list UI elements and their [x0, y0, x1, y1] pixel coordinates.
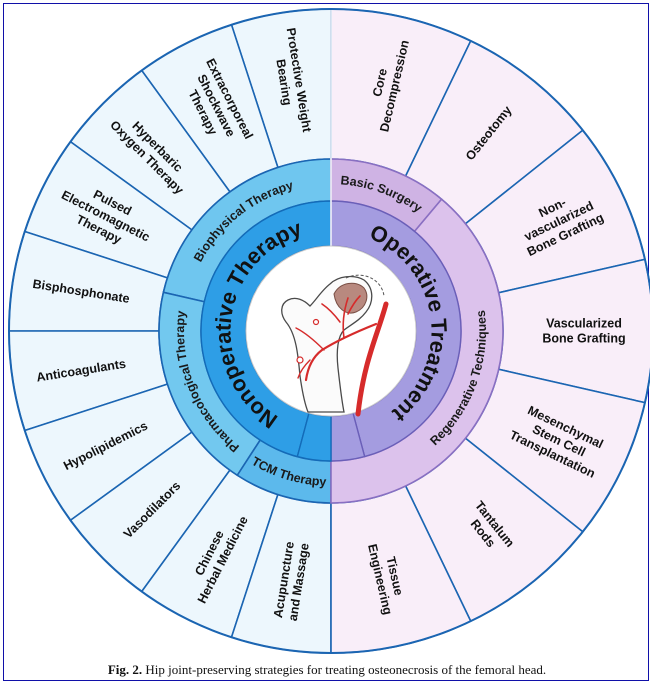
necrotic-head-area: [333, 282, 368, 314]
femoral-head-illustration: [8, 8, 650, 654]
caption-label: Fig. 2.: [107, 662, 143, 677]
segment-vascularized-bone-grafting-label-line: Vascularized: [546, 317, 622, 331]
head-contour-dashed: [345, 274, 385, 297]
segment-core-decompression-label-line: Core: [370, 67, 390, 98]
circumflex-artery: [304, 322, 378, 382]
segment-vascularized-bone-grafting-label-line: Bone Grafting: [542, 332, 625, 346]
head-branch-vessels: [321, 295, 361, 339]
femoral-artery: [355, 301, 389, 417]
outer-border: [8, 8, 650, 654]
segment-extracorporeal-shockwave-therapy-label: ExtracorporealShockwaveTherapy: [176, 56, 255, 155]
figure-caption: Fig. 2. Hip joint-preserving strategies …: [0, 662, 654, 678]
vessel-node: [296, 356, 304, 364]
caption-text: Hip joint-preserving strategies for trea…: [145, 662, 547, 677]
outer-ring: Protective WeightBearingExtracorporealSh…: [8, 8, 650, 654]
vessel-node: [312, 318, 320, 326]
neck-branch-vessels: [295, 327, 325, 379]
strategy-wheel: Protective WeightBearingExtracorporealSh…: [8, 8, 650, 654]
